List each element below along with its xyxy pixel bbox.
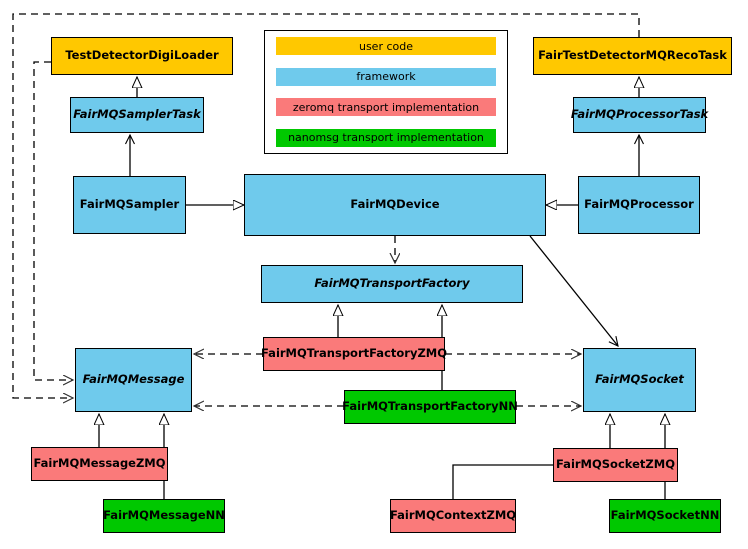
class-label: FairTestDetectorMQRecoTask bbox=[538, 48, 727, 63]
class-label: TestDetectorDigiLoader bbox=[65, 48, 219, 63]
class-box-fairmqdevice[interactable]: FairMQDevice bbox=[244, 174, 546, 236]
class-label: FairMQDevice bbox=[350, 197, 440, 212]
class-label: FairMQTransportFactoryZMQ bbox=[261, 346, 448, 361]
class-box-fairmqprocessor[interactable]: FairMQProcessor bbox=[578, 176, 700, 234]
edge-socketzmq-composition-contextzmq bbox=[452, 465, 553, 499]
class-box-fairmqmessagezmq[interactable]: FairMQMessageZMQ bbox=[31, 447, 168, 481]
legend-item-zeromq: zeromq transport implementation bbox=[276, 98, 496, 117]
class-box-fairmqmessagenn[interactable]: FairMQMessageNN bbox=[103, 499, 225, 533]
legend-item-nanomsg: nanomsg transport implementation bbox=[276, 128, 496, 147]
class-label: FairMQSampler bbox=[79, 197, 180, 212]
class-box-fairmqsamplertask[interactable]: FairMQSamplerTask bbox=[70, 97, 204, 133]
edge-digiloader-to-message bbox=[33, 61, 73, 380]
class-box-fairmqsampler[interactable]: FairMQSampler bbox=[73, 176, 186, 234]
class-label: FairMQMessageZMQ bbox=[33, 456, 166, 471]
class-label: FairMQSocketZMQ bbox=[556, 457, 675, 472]
class-label: FairMQSamplerTask bbox=[73, 107, 201, 122]
legend-item-framework: framework bbox=[276, 67, 496, 86]
class-label: FairMQTransportFactory bbox=[314, 276, 470, 291]
class-box-fairmqprocessortask[interactable]: FairMQProcessorTask bbox=[570, 97, 709, 133]
legend-panel: user code framework zeromq transport imp… bbox=[264, 30, 508, 154]
class-box-fairmqcontextzmq[interactable]: FairMQContextZMQ bbox=[390, 499, 516, 533]
class-box-fairmqsocket[interactable]: FairMQSocket bbox=[583, 348, 696, 412]
class-box-testdetectordigiloader[interactable]: TestDetectorDigiLoader bbox=[51, 37, 233, 75]
class-box-fairtestdetectormqrecotask[interactable]: FairTestDetectorMQRecoTask bbox=[533, 37, 732, 75]
edge-device-to-socket bbox=[529, 235, 619, 347]
class-label: FairMQProcessor bbox=[584, 197, 694, 212]
legend-item-user-code: user code bbox=[276, 37, 496, 56]
class-label: FairMQMessage bbox=[82, 372, 185, 387]
class-label: FairMQProcessorTask bbox=[570, 107, 709, 122]
class-label: FairMQMessageNN bbox=[103, 508, 225, 523]
class-label: FairMQContextZMQ bbox=[389, 508, 517, 523]
class-box-fairmqtransportfactory[interactable]: FairMQTransportFactory bbox=[261, 265, 523, 303]
legend-label: zeromq transport implementation bbox=[292, 100, 480, 114]
class-box-fairmqmessage[interactable]: FairMQMessage bbox=[75, 348, 192, 412]
class-box-fairmqtransportfactorynn[interactable]: FairMQTransportFactoryNN bbox=[342, 390, 518, 424]
class-label: FairMQSocket bbox=[595, 372, 684, 387]
class-box-fairmqsocketnn[interactable]: FairMQSocketNN bbox=[609, 499, 721, 533]
class-label: FairMQSocketNN bbox=[610, 508, 720, 523]
legend-label: nanomsg transport implementation bbox=[288, 131, 484, 145]
class-label: FairMQTransportFactoryNN bbox=[342, 399, 518, 414]
legend-label: framework bbox=[356, 70, 416, 84]
class-box-fairmqtransportfactoryzmq[interactable]: FairMQTransportFactoryZMQ bbox=[261, 337, 448, 371]
legend-label: user code bbox=[358, 39, 414, 53]
class-box-fairmqsocketzmq[interactable]: FairMQSocketZMQ bbox=[553, 448, 678, 482]
